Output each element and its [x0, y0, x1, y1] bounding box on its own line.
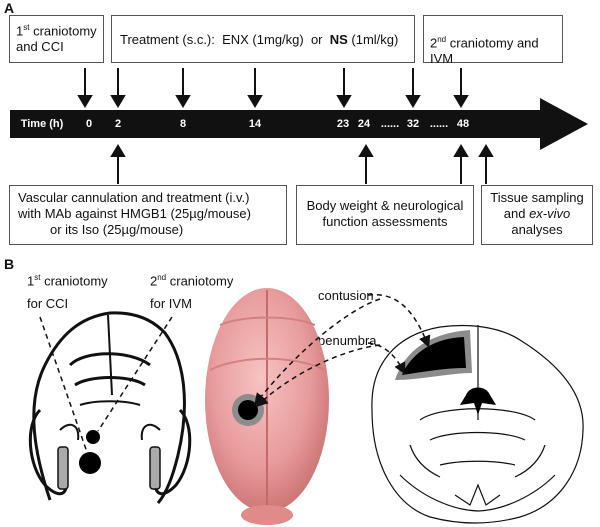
- zygomatic-left: [57, 446, 69, 490]
- zygomatic-right: [149, 446, 161, 490]
- tick-label: ......: [429, 118, 449, 130]
- text: (1ml/kg): [347, 32, 399, 47]
- text: 1: [27, 273, 35, 289]
- text: ex-vivo: [529, 206, 571, 221]
- timeline-graphic: [10, 68, 588, 184]
- tick-label: 23: [336, 118, 350, 130]
- tick-label: 32: [406, 118, 420, 130]
- text: with MAb against HMGB1 (25µg/mouse): [18, 206, 251, 221]
- pointer-first-craniotomy: [39, 316, 89, 456]
- tick-label: 24: [357, 118, 371, 130]
- text: Tissue sampling: [490, 190, 584, 205]
- timeline-axis-label: Time (h): [20, 118, 64, 130]
- box-second-craniotomy: 2nd craniotomy and IVM: [423, 15, 563, 67]
- craniotomy-ivm-marker: [86, 430, 100, 444]
- box-tissue-sampling: Tissue sampling and ex-vivo analyses: [481, 185, 593, 245]
- box-assessments: Body weight & neurological function asse…: [296, 185, 474, 245]
- text: analyses: [511, 222, 563, 237]
- text: and CCI: [16, 39, 64, 55]
- text: craniotomy: [166, 273, 234, 289]
- down-arrows: [77, 68, 469, 108]
- text: NS: [329, 32, 348, 47]
- text: Vascular cannulation and treatment (i.v.…: [18, 190, 250, 205]
- text: 2: [150, 273, 158, 289]
- tick-label: 2: [114, 118, 122, 130]
- up-arrows: [110, 144, 494, 184]
- superscript: st: [23, 23, 30, 32]
- tick-label: 8: [179, 118, 187, 130]
- text: 2: [430, 35, 438, 51]
- label-for-ivm: for IVM: [150, 296, 192, 311]
- timeline-arrow: [10, 98, 588, 150]
- text: craniotomy: [40, 273, 108, 289]
- text: and: [503, 206, 530, 221]
- text: craniotomy and IVM: [430, 35, 539, 67]
- superscript: st: [34, 273, 41, 282]
- text: craniotomy: [29, 23, 97, 39]
- box-cannulation: Vascular cannulation and treatment (i.v.…: [9, 185, 287, 245]
- text: 1: [16, 23, 24, 39]
- label-contusion: contusion: [318, 288, 374, 303]
- label-second-craniotomy: 2nd craniotomy: [150, 270, 233, 289]
- superscript: nd: [157, 273, 167, 282]
- tick-label: 0: [85, 118, 93, 130]
- panel-label-b: B: [4, 256, 15, 272]
- box-treatment: Treatment (s.c.): ENX (1mg/kg) or NS (1m…: [111, 15, 415, 63]
- pointer-second-craniotomy: [97, 316, 173, 432]
- label-penumbra: penumbra: [318, 333, 377, 348]
- superscript: nd: [437, 35, 447, 44]
- box-first-craniotomy: 1st craniotomy and CCI: [9, 15, 104, 63]
- pointer-penumbra-coronal: [367, 342, 406, 375]
- tick-label: 48: [456, 118, 470, 130]
- label-first-craniotomy: 1st craniotomy: [27, 270, 108, 289]
- tick-label: 14: [248, 118, 262, 130]
- brain-contusion: [238, 400, 258, 420]
- ventricle: [460, 387, 496, 415]
- panel-b-graphics: [28, 288, 584, 525]
- text: Treatment (s.c.): ENX (1mg/kg) or: [120, 32, 330, 47]
- coronal-contusion: [402, 337, 466, 375]
- skull-drawing: [28, 311, 192, 504]
- pointer-contusion-brain: [254, 298, 381, 406]
- label-for-cci: for CCI: [27, 296, 69, 311]
- panel-label-a: A: [4, 0, 15, 16]
- text: function assessments: [322, 214, 448, 229]
- pointer-penumbra-brain: [255, 344, 381, 408]
- text: or its Iso (25µg/mouse): [50, 222, 184, 237]
- text: Body weight & neurological: [306, 198, 464, 213]
- tick-label: ......: [380, 118, 400, 130]
- brain-photo: [205, 288, 329, 525]
- coronal-section: [371, 324, 584, 524]
- pointer-contusion-coronal: [367, 293, 431, 348]
- craniotomy-cci-marker: [79, 452, 101, 474]
